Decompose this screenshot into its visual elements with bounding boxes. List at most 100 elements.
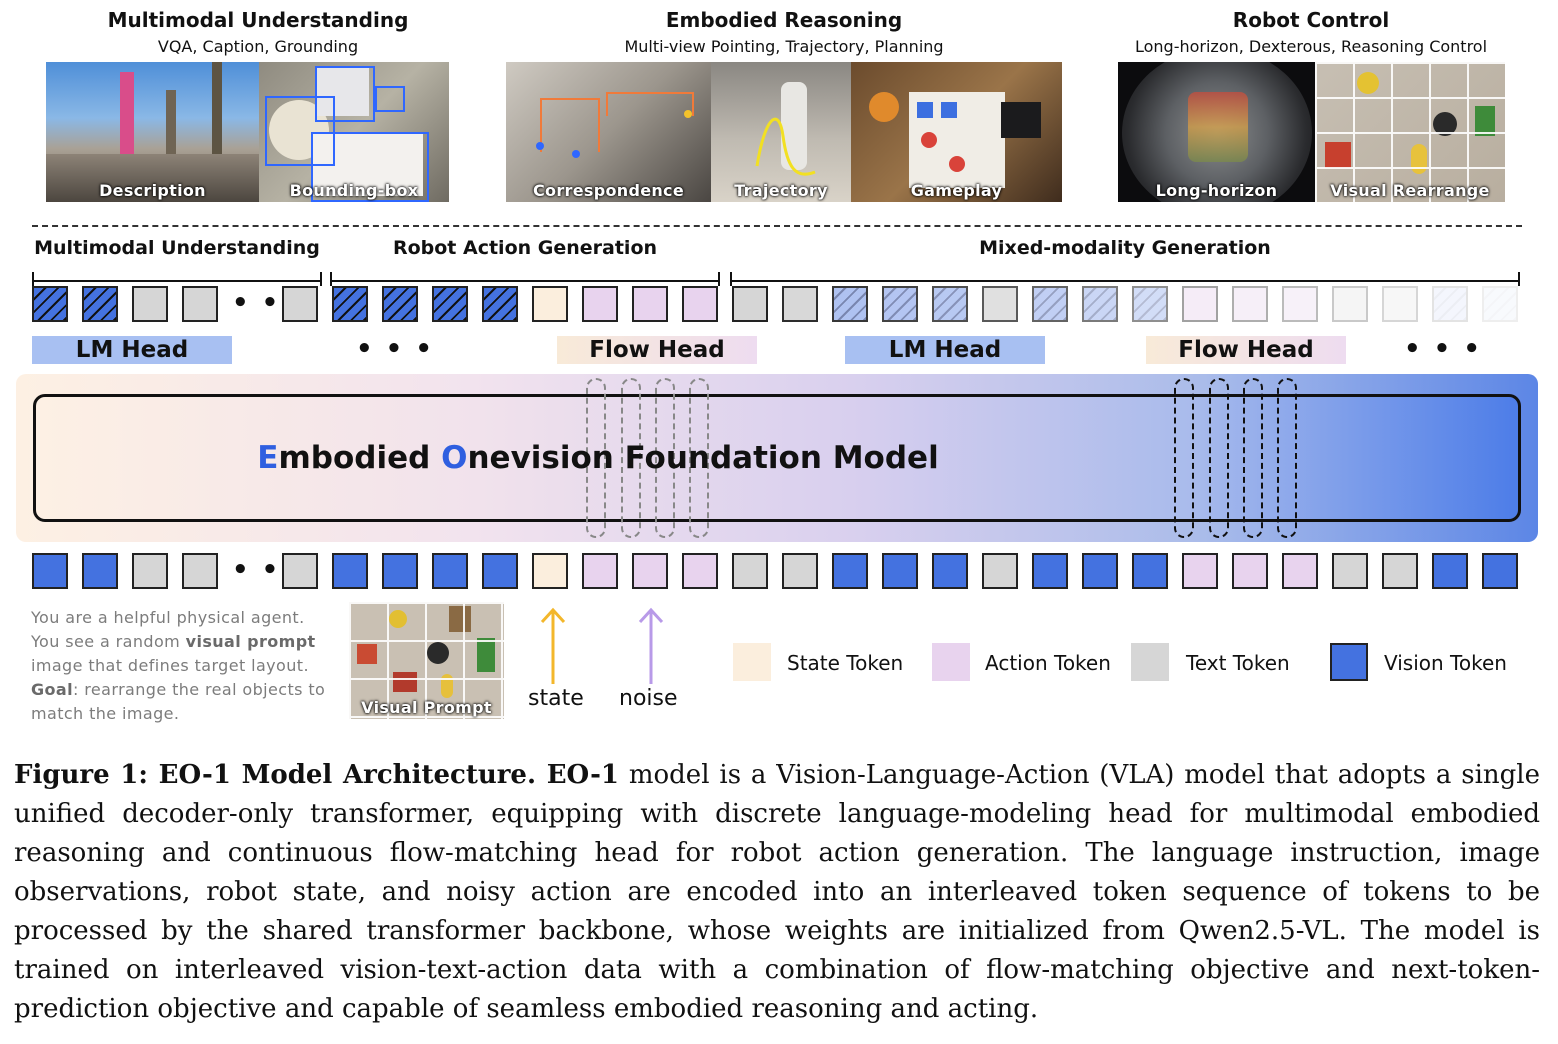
input-token <box>532 553 568 589</box>
gameplay-photo: Gameplay <box>851 62 1062 202</box>
input-token <box>1482 553 1518 589</box>
input-token <box>782 553 818 589</box>
section-label-robot-action: Robot Action Generation <box>392 237 658 259</box>
input-token <box>82 553 118 589</box>
input-token <box>382 553 418 589</box>
photo-caption-visual-rearrange: Visual Rearrange <box>1330 181 1490 200</box>
input-token <box>982 553 1018 589</box>
input-token <box>432 553 468 589</box>
legend-label-action: Action Token <box>985 651 1111 675</box>
flow-loop <box>586 378 606 538</box>
input-token <box>1232 553 1268 589</box>
input-token <box>282 553 318 589</box>
input-token <box>1432 553 1468 589</box>
legend-swatch-text <box>1131 643 1169 681</box>
section-label-multimodal: Multimodal Understanding <box>34 237 320 259</box>
output-token <box>382 286 418 322</box>
panel-subtitle-robot-control: Long-horizon, Dexterous, Reasoning Contr… <box>1134 37 1488 56</box>
input-token <box>932 553 968 589</box>
panel-subtitle-multimodal: VQA, Caption, Grounding <box>157 37 359 56</box>
input-token <box>732 553 768 589</box>
output-token <box>32 286 68 322</box>
flow-loop <box>1174 378 1194 538</box>
flow-loop <box>1209 378 1229 538</box>
output-token <box>982 286 1018 322</box>
input-token <box>32 553 68 589</box>
panel-title-embodied: Embodied Reasoning <box>665 8 903 32</box>
output-token <box>882 286 918 322</box>
legend-swatch-action <box>932 643 970 681</box>
instruction-prompt: You are a helpful physical agent. You se… <box>31 606 331 726</box>
flow-head-label: Flow Head <box>557 336 757 364</box>
legend-swatch-state <box>733 643 771 681</box>
caption-body: model is a Vision-Language-Action (VLA) … <box>14 760 1540 1024</box>
output-token <box>832 286 868 322</box>
input-token <box>1382 553 1418 589</box>
legend-label-vision: Vision Token <box>1384 651 1507 675</box>
output-token <box>682 286 718 322</box>
output-token <box>1282 286 1318 322</box>
input-token <box>132 553 168 589</box>
output-token <box>1082 286 1118 322</box>
output-token <box>132 286 168 322</box>
output-token <box>482 286 518 322</box>
trajectory-photo: Trajectory <box>711 62 851 202</box>
prompt-line-2: You see a random <box>31 632 186 651</box>
figure-caption: Figure 1: EO-1 Model Architecture. EO-1 … <box>14 756 1540 1029</box>
flow-loop <box>689 378 709 538</box>
output-token <box>1032 286 1068 322</box>
panel-title-multimodal: Multimodal Understanding <box>107 8 409 32</box>
bounding-box-photo: Bounding-box <box>259 62 449 202</box>
output-token <box>332 286 368 322</box>
input-token <box>1282 553 1318 589</box>
lm-head-label: LM Head <box>845 336 1045 364</box>
flow-head-label: Flow Head <box>1146 336 1346 364</box>
output-token <box>732 286 768 322</box>
photo-caption-gameplay: Gameplay <box>910 181 1003 200</box>
output-token <box>282 286 318 322</box>
output-token <box>782 286 818 322</box>
output-token <box>432 286 468 322</box>
input-token <box>632 553 668 589</box>
input-token <box>482 553 518 589</box>
input-token <box>182 553 218 589</box>
caption-separator: . <box>526 760 547 790</box>
heads-ellipsis: • • • <box>1404 334 1482 364</box>
state-label: state <box>528 686 584 711</box>
model-title-e: E <box>257 440 279 476</box>
legend-swatch-vision <box>1330 643 1368 681</box>
input-token <box>1332 553 1368 589</box>
input-token <box>832 553 868 589</box>
section-divider <box>32 225 1522 227</box>
description-photo: Description <box>46 62 259 202</box>
input-token <box>882 553 918 589</box>
photo-caption-description: Description <box>99 181 206 200</box>
panel-title-robot-control: Robot Control <box>1232 8 1390 32</box>
model-title: Embodied Onevision Foundation Model <box>33 394 1163 522</box>
flow-loop <box>655 378 675 538</box>
prompt-visual-prompt-bold: visual prompt <box>185 632 316 651</box>
visual-prompt-image: Visual Prompt <box>349 602 504 719</box>
output-token <box>1382 286 1418 322</box>
output-token <box>632 286 668 322</box>
output-token-ellipsis: • • <box>232 288 281 318</box>
visual-prompt-caption: Visual Prompt <box>361 698 492 717</box>
photo-caption-bounding-box: Bounding-box <box>289 181 419 200</box>
legend-label-state: State Token <box>787 651 904 675</box>
section-bracket-multimodal <box>32 270 322 286</box>
multimodal-image-strip: Description Bounding-box <box>46 62 449 202</box>
prompt-line-1: You are a helpful physical agent. <box>31 608 305 627</box>
input-token <box>1132 553 1168 589</box>
output-token <box>1482 286 1518 322</box>
correspondence-photo: Correspondence <box>506 62 711 202</box>
section-bracket-robot-action <box>330 270 720 286</box>
panel-subtitle-embodied: Multi-view Pointing, Trajectory, Plannin… <box>624 37 944 56</box>
output-token <box>1132 286 1168 322</box>
photo-caption-long-horizon: Long-horizon <box>1155 181 1278 200</box>
photo-caption-trajectory: Trajectory <box>734 181 828 200</box>
legend-label-text: Text Token <box>1186 651 1290 675</box>
output-token <box>582 286 618 322</box>
input-token <box>1082 553 1118 589</box>
input-token <box>582 553 618 589</box>
long-horizon-photo: Long-horizon <box>1118 62 1315 202</box>
